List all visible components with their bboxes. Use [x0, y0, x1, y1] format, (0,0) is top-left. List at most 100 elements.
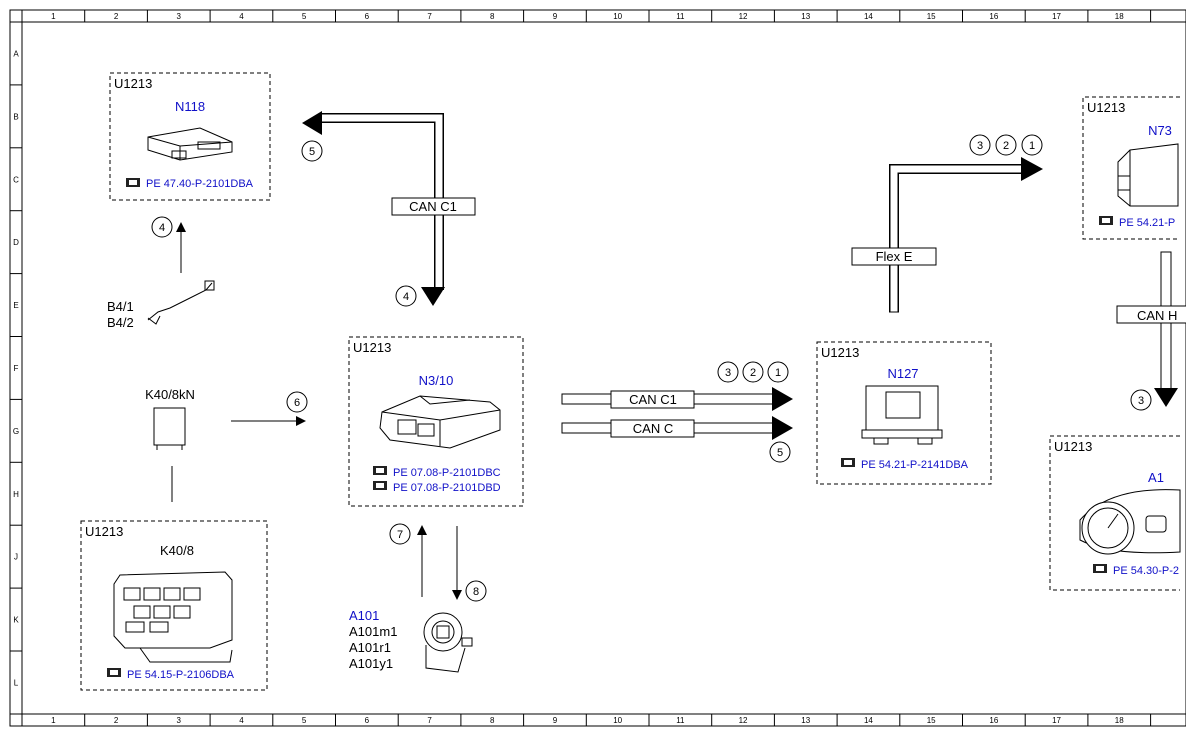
column-number: 4 — [239, 716, 244, 725]
signal-number: 2 — [1003, 140, 1009, 152]
component-name: A101 — [349, 608, 379, 623]
module-name: A1 — [1148, 470, 1164, 485]
reference-link[interactable]: PE 07.08-P-2101DBD — [393, 482, 501, 494]
column-number: 9 — [553, 716, 558, 725]
reference-icon — [1093, 564, 1107, 573]
module-n118: U1213 N118 PE 47.40-P-2101DBA — [109, 72, 271, 201]
column-number: 4 — [239, 12, 244, 21]
module-frame-label: U1213 — [1054, 439, 1092, 454]
column-number: 14 — [864, 716, 873, 725]
component-a101: 7 8 A101 A101m1 A101r1 A101y1 — [349, 523, 487, 673]
signal-number: 3 — [725, 367, 731, 379]
module-frame-label: U1213 — [353, 340, 391, 355]
column-number: 9 — [553, 12, 558, 21]
row-letter: F — [14, 364, 19, 373]
module-frame-label: U1213 — [1087, 100, 1125, 115]
row-letter: K — [13, 616, 19, 625]
row-letter: J — [14, 553, 18, 562]
module-name: N118 — [175, 99, 205, 114]
bus-can-c: CAN C 5 — [561, 416, 793, 463]
column-number: 1 — [51, 716, 56, 725]
reference-link[interactable]: PE 54.21-P-2141DBA — [861, 459, 969, 471]
module-k408: U1213 K40/8 PE 54.15-P-2106DBA — [80, 520, 268, 691]
control-unit-drawing — [147, 127, 233, 161]
column-number: 1 — [51, 12, 56, 21]
component-label: A101r1 — [349, 640, 391, 655]
column-number: 15 — [927, 12, 936, 21]
ignition-switch-drawing — [1117, 143, 1179, 207]
column-number: 17 — [1052, 716, 1061, 725]
reference-icon — [841, 458, 855, 467]
signal-number: 4 — [159, 222, 165, 234]
column-number: 5 — [302, 12, 307, 21]
reference-link[interactable]: PE 07.08-P-2101DBC — [393, 467, 501, 479]
row-letter: L — [14, 678, 19, 687]
signal-number: 5 — [309, 146, 315, 158]
bus-can-c1-horizontal: CAN C1 3 2 1 — [561, 361, 793, 411]
signal-number: 3 — [977, 140, 983, 152]
module-n73: U1213 N73 PE 54.21-P — [1082, 96, 1180, 240]
signal-number: 8 — [473, 586, 479, 598]
fuse-box-drawing — [113, 571, 233, 663]
column-number: 8 — [490, 12, 495, 21]
signal-number: 6 — [294, 397, 300, 409]
module-frame-label: U1213 — [85, 524, 123, 539]
module-a1: U1213 A1 PE 54.30-P-2 — [1049, 435, 1181, 591]
column-number: 18 — [1115, 716, 1124, 725]
instrument-cluster-drawing — [1079, 489, 1181, 555]
drawing-frame — [9, 9, 1186, 727]
signal-number: 3 — [1138, 395, 1144, 407]
column-number: 10 — [613, 12, 622, 21]
reference-icon — [107, 668, 121, 677]
signal-number: 4 — [403, 291, 409, 303]
column-number: 11 — [676, 12, 685, 21]
column-number: 17 — [1052, 12, 1061, 21]
column-number: 16 — [989, 12, 998, 21]
reference-icon — [126, 178, 140, 187]
column-number: 12 — [739, 716, 748, 725]
column-number: 2 — [114, 12, 119, 21]
reference-link[interactable]: PE 54.30-P-2 — [1113, 565, 1179, 577]
column-number: 6 — [365, 716, 370, 725]
column-number: 14 — [864, 12, 873, 21]
column-number: 3 — [177, 12, 182, 21]
engine-control-unit-drawing — [379, 395, 501, 449]
module-name: N3/10 — [419, 373, 454, 388]
column-number: 13 — [801, 716, 810, 725]
reference-link[interactable]: PE 54.15-P-2106DBA — [127, 669, 235, 681]
signal-number: 7 — [397, 529, 403, 541]
column-number: 5 — [302, 716, 307, 725]
throttle-actuator-drawing — [423, 612, 473, 673]
row-letter: E — [13, 301, 18, 310]
bus-label: CAN C1 — [409, 199, 457, 214]
module-name: K40/8 — [160, 543, 194, 558]
module-frame-label: U1213 — [114, 76, 152, 91]
column-number: 7 — [427, 716, 432, 725]
bus-label: CAN H — [1137, 308, 1177, 323]
row-letter: G — [13, 427, 19, 436]
bus-label: CAN C — [633, 421, 673, 436]
row-letter: D — [13, 238, 19, 247]
column-number: 11 — [676, 716, 685, 725]
bus-flex-e: Flex E 3 2 1 — [851, 134, 1043, 313]
reference-link[interactable]: PE 54.21-P — [1119, 217, 1175, 229]
row-letter: H — [13, 490, 19, 499]
column-number: 16 — [989, 716, 998, 725]
control-unit-drawing — [861, 385, 943, 445]
reference-icon — [373, 481, 387, 490]
column-number: 6 — [365, 12, 370, 21]
relay-k408kn: K40/8kN 6 — [145, 387, 308, 502]
sensor-b4: 4 B4/1 B4/2 — [107, 216, 215, 330]
reference-icon — [373, 466, 387, 475]
reference-link[interactable]: PE 47.40-P-2101DBA — [146, 178, 254, 190]
sensor-drawing — [147, 280, 215, 325]
reference-icon — [1099, 216, 1113, 225]
column-number: 13 — [801, 12, 810, 21]
component-label: A101m1 — [349, 624, 397, 639]
module-frame-label: U1213 — [821, 345, 859, 360]
signal-number: 1 — [1029, 140, 1035, 152]
row-letter: C — [13, 175, 19, 184]
column-number: 10 — [613, 716, 622, 725]
